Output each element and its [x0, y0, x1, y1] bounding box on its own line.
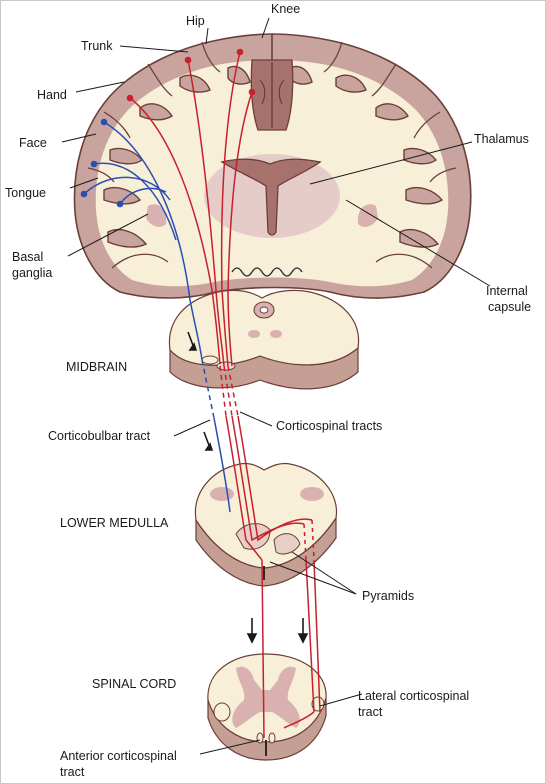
label-ganglia: ganglia	[12, 266, 53, 280]
label-hip: Hip	[186, 14, 205, 28]
midbrain-section	[168, 289, 360, 390]
sulci	[87, 41, 457, 183]
medulla-section	[194, 462, 338, 587]
lateral-column-left	[213, 702, 231, 722]
medulla-nucleus-right	[300, 487, 324, 501]
medial-folds	[259, 79, 285, 105]
temporal-sulcus-left	[111, 253, 169, 269]
label-face: Face	[19, 136, 47, 150]
anterior-cs-tract-left	[256, 732, 264, 744]
label-knee: Knee	[271, 2, 301, 16]
ventricle-overlay	[220, 158, 322, 236]
label-anterior-cs-tract: tract	[60, 765, 85, 779]
label-capsule: capsule	[488, 300, 532, 314]
label-anterior-cs: Anterior corticospinal	[60, 749, 177, 763]
label-corticobulbar-tract: Corticobulbar tract	[48, 429, 151, 443]
medulla-nucleus-left	[210, 487, 234, 501]
label-basal: Basal	[12, 250, 44, 264]
label-spinal-cord: SPINAL CORD	[92, 677, 177, 691]
label-lateral-cs-tract: tract	[358, 705, 383, 719]
label-midbrain: MIDBRAIN	[66, 360, 128, 374]
label-pyramids: Pyramids	[362, 589, 415, 603]
corticobulbar-fibers	[83, 121, 231, 513]
label-trunk: Trunk	[81, 39, 113, 53]
label-lower-medulla: LOWER MEDULLA	[60, 516, 169, 530]
red-nucleus-right	[270, 330, 282, 338]
label-internal: Internal	[486, 284, 528, 298]
midbrain-top	[168, 289, 360, 366]
corticobulbar-origin-dots	[80, 118, 124, 208]
brain-coronal-section	[73, 33, 472, 299]
descending-arrows	[187, 331, 309, 644]
section-break	[231, 267, 303, 277]
leader-lines	[61, 17, 491, 755]
temporal-sulcus-right	[375, 253, 433, 269]
corticospinal-fibers	[129, 51, 321, 739]
corticospinal-origin-dots	[126, 48, 256, 102]
cerebral-peduncle-right	[216, 361, 236, 371]
red-nucleus-left	[248, 330, 260, 338]
label-lateral-cs: Lateral corticospinal	[358, 689, 470, 703]
label-thalamus: Thalamus	[474, 132, 529, 146]
label-corticospinal-tracts: Corticospinal tracts	[276, 419, 383, 433]
label-hand: Hand	[37, 88, 67, 102]
spinal-gray-matter	[232, 666, 300, 728]
pyramid-right	[273, 533, 301, 555]
lateral-cs-tract-area	[311, 696, 325, 712]
anterior-cs-tract-right	[268, 732, 276, 744]
label-tongue: Tongue	[5, 186, 47, 200]
cerebral-aqueduct	[259, 306, 269, 314]
pathways	[80, 48, 321, 739]
spinal-cord-section	[207, 653, 327, 761]
